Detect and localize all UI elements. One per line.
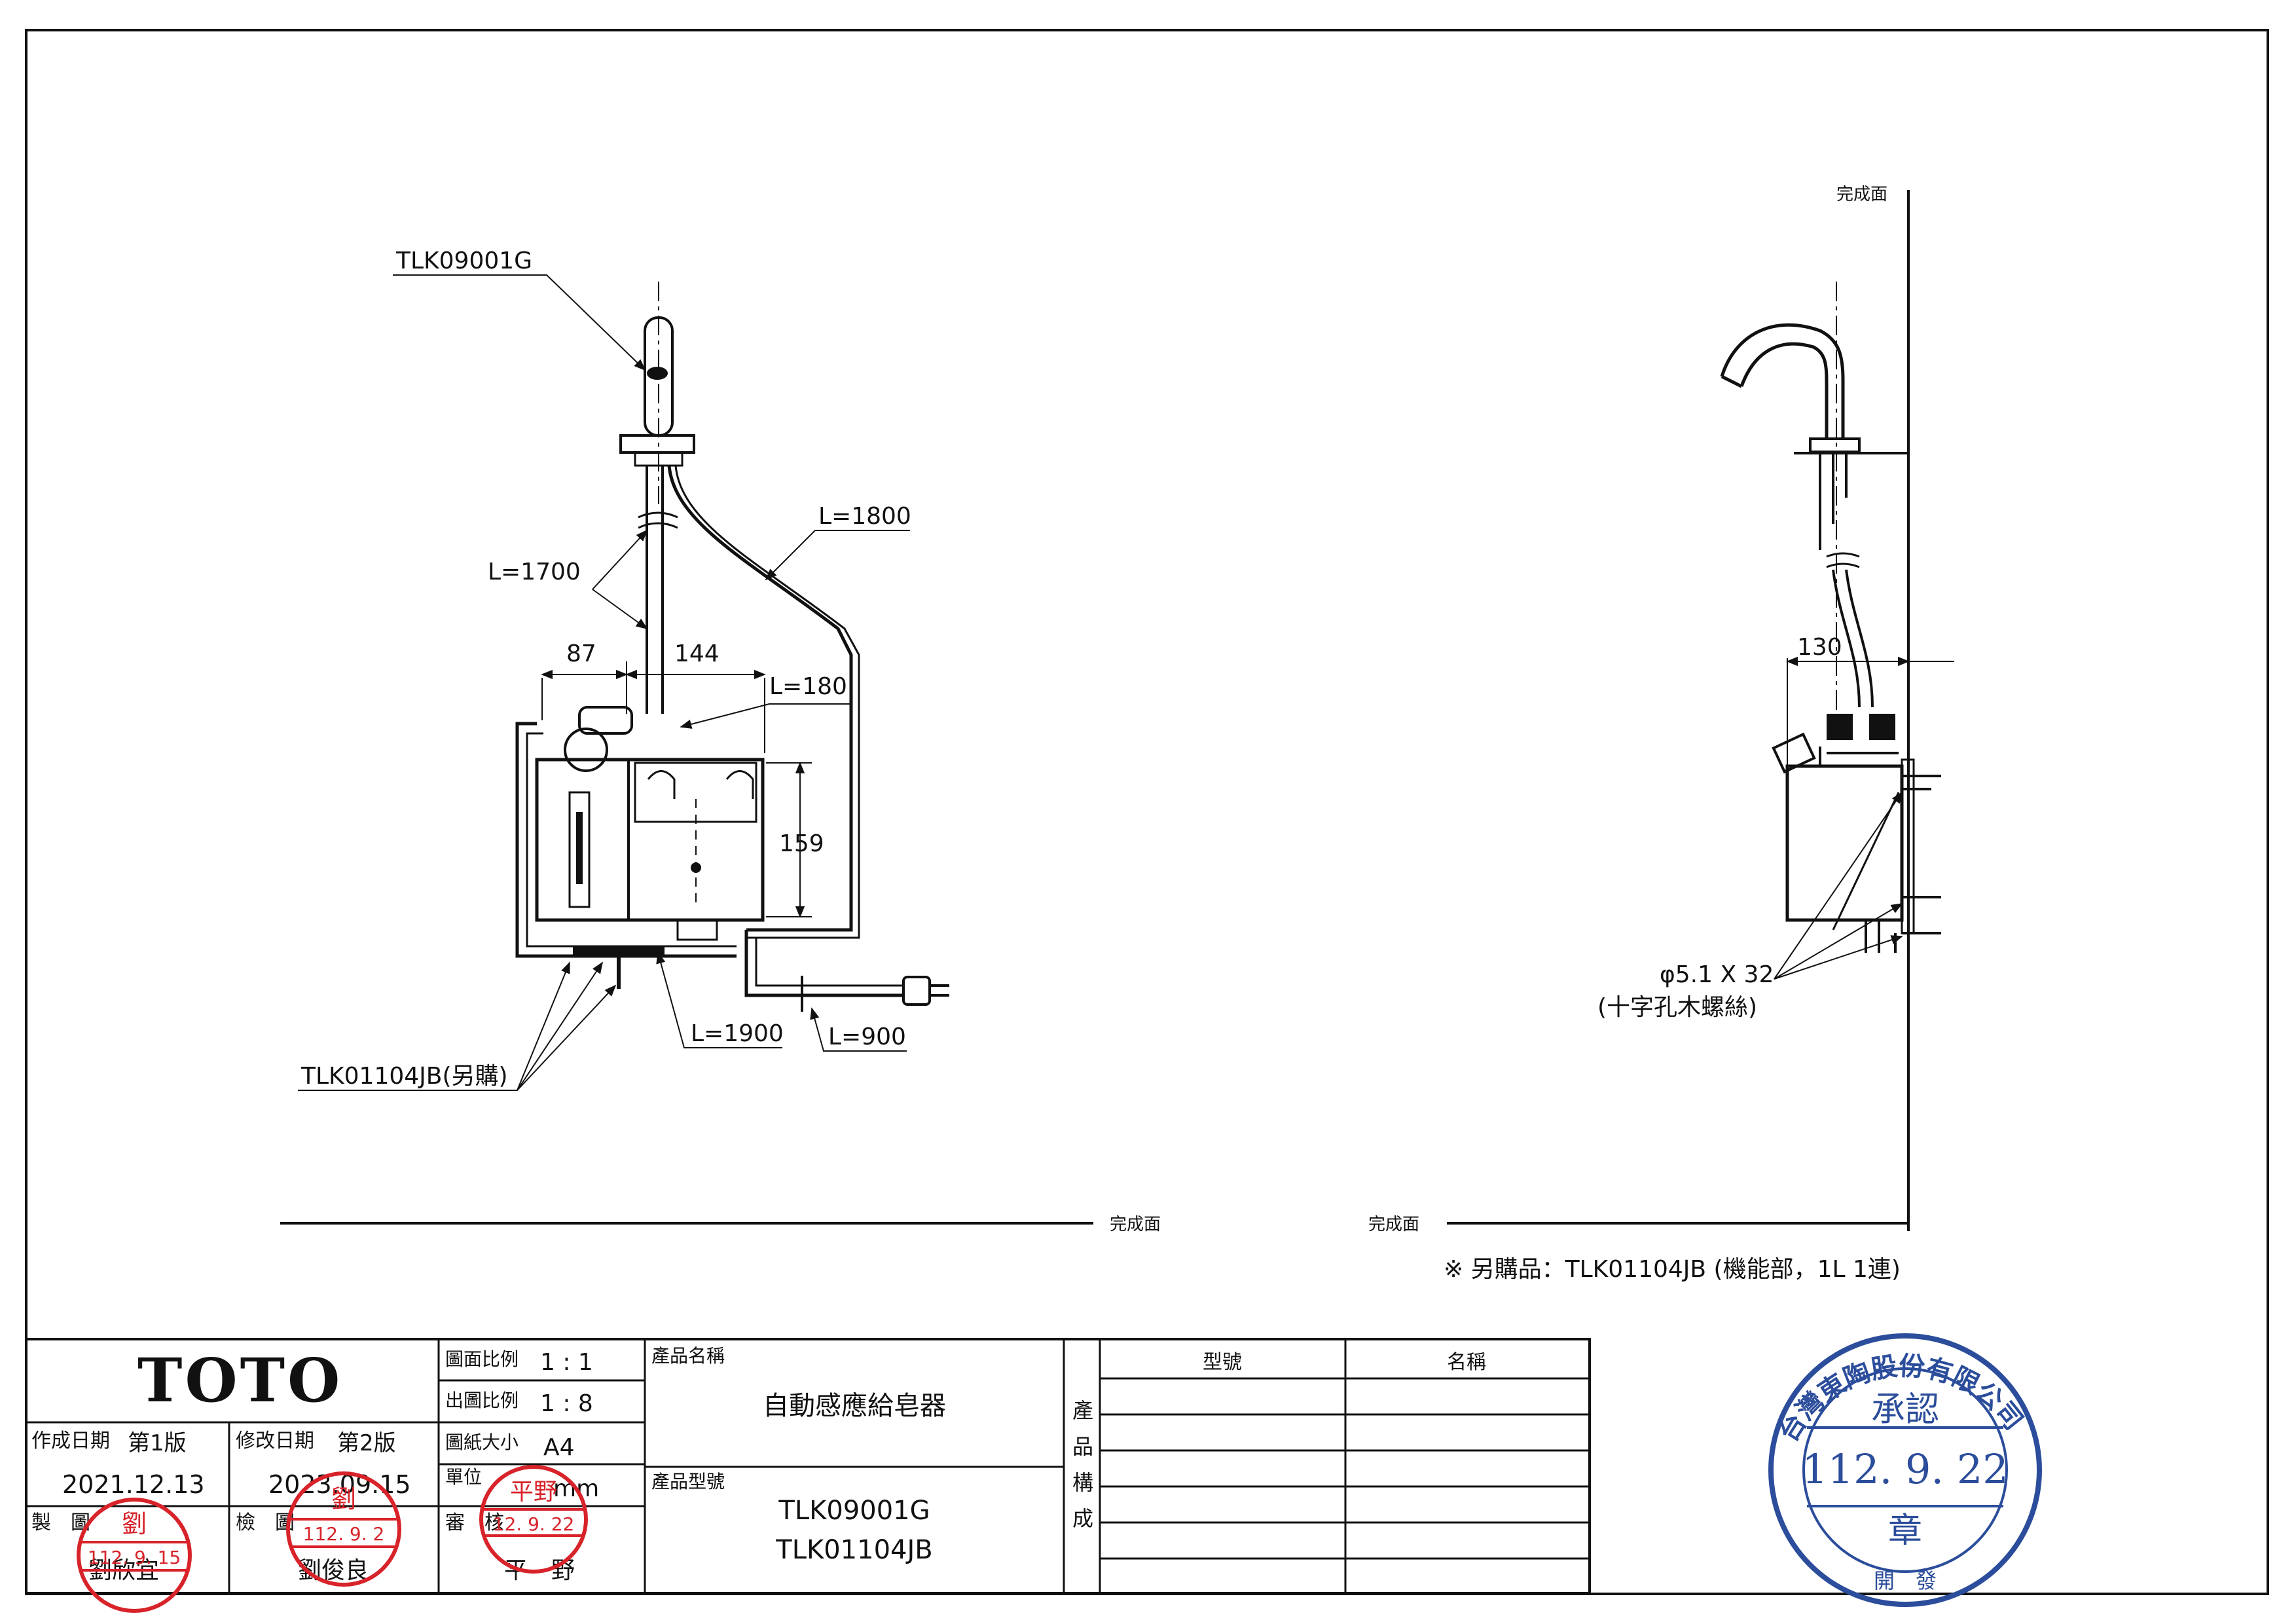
checked-label: 檢 圖 bbox=[236, 1511, 295, 1534]
created-date: 2021.12.13 bbox=[62, 1470, 205, 1499]
print-scale-value: 1 : 8 bbox=[540, 1390, 593, 1417]
revised-version: 第2版 bbox=[337, 1430, 396, 1456]
reviewed-label: 審 核 bbox=[445, 1511, 504, 1534]
faucet-gooseneck bbox=[1720, 323, 1845, 439]
soap-unit-box bbox=[535, 758, 765, 922]
unit-label: 單位 bbox=[445, 1466, 482, 1488]
print-scale-label: 出圖比例 bbox=[445, 1390, 519, 1411]
cable-900-label: L=900 bbox=[828, 1024, 906, 1050]
svg-text:劉: 劉 bbox=[331, 1485, 356, 1513]
product-name: 自動感應給皂器 bbox=[763, 1391, 946, 1421]
toto-logo: TOTO bbox=[137, 1345, 342, 1416]
svg-text:112. 9. 15: 112. 9. 15 bbox=[88, 1547, 181, 1568]
svg-text:112. 9. 22: 112. 9. 22 bbox=[1802, 1445, 2009, 1493]
svg-text:開 發: 開 發 bbox=[1874, 1568, 1937, 1593]
faucet-model-label: TLK09001G bbox=[395, 248, 532, 274]
col-model-header: 型號 bbox=[1203, 1351, 1242, 1374]
screw-note: (十字孔木螺絲) bbox=[1597, 994, 1757, 1021]
svg-text:平野: 平野 bbox=[510, 1479, 557, 1505]
stamp-checked: 112. 9. 2 劉 bbox=[286, 1471, 401, 1587]
cable-1900-label: L=1900 bbox=[691, 1020, 784, 1047]
dim-159: 159 bbox=[779, 830, 824, 857]
paper-size-label: 圖紙大小 bbox=[445, 1431, 519, 1453]
approval-stamp: 台灣東陶股份有限公司 承認 112. 9. 22 章 開 發 bbox=[1768, 1333, 2042, 1607]
side-view: 完成面 130 φ5.1 X 32 (十字孔木螺絲) 完成 bbox=[1368, 185, 1954, 1234]
col-name-header: 名稱 bbox=[1447, 1351, 1486, 1374]
floor-label-left: 完成面 bbox=[1110, 1215, 1161, 1234]
screw-spec: φ5.1 X 32 bbox=[1660, 961, 1774, 988]
title-block: TOTO 作成日期 第1版 2021.12.13 修改日期 第2版 2023.0… bbox=[25, 1338, 1591, 1595]
svg-text:112. 9. 2: 112. 9. 2 bbox=[303, 1523, 385, 1545]
composition-char-4: 成 bbox=[1072, 1506, 1093, 1531]
composition-char-3: 構 bbox=[1072, 1470, 1093, 1495]
product-name-label: 產品名稱 bbox=[651, 1345, 725, 1367]
svg-text:12. 9. 22: 12. 9. 22 bbox=[493, 1513, 575, 1535]
revised-label: 修改日期 bbox=[236, 1430, 314, 1452]
stamp-reviewed: 12. 9. 22 平野 bbox=[479, 1465, 588, 1574]
paper-size-value: A4 bbox=[543, 1434, 575, 1461]
wall-label: 完成面 bbox=[1836, 185, 1887, 204]
drawing-scale-value: 1 : 1 bbox=[540, 1349, 593, 1376]
dim-130: 130 bbox=[1797, 634, 1842, 661]
composition-char-2: 品 bbox=[1072, 1434, 1093, 1459]
cable-180-label: L=180 bbox=[769, 673, 847, 700]
created-version: 第1版 bbox=[128, 1430, 187, 1456]
created-label: 作成日期 bbox=[31, 1430, 110, 1452]
side-unit-box bbox=[1785, 764, 1904, 922]
drawing-scale-label: 圖面比例 bbox=[445, 1348, 519, 1370]
svg-text:承認: 承認 bbox=[1871, 1390, 1939, 1430]
product-model-label: 產品型號 bbox=[651, 1471, 725, 1492]
product-model-1: TLK09001G bbox=[778, 1496, 930, 1526]
front-view: TLK09001G L=1700 L=1800 87 144 L=180 159… bbox=[280, 248, 1161, 1234]
cable-1700-label: L=1700 bbox=[488, 559, 581, 585]
drawn-label: 製 圖 bbox=[31, 1511, 90, 1534]
purchase-note: ※ 另購品：TLK01104JB (機能部，1L 1連) bbox=[1444, 1256, 1901, 1283]
product-model-2: TLK01104JB bbox=[775, 1535, 932, 1565]
stamp-drawn: 112. 9. 15 劉 bbox=[77, 1498, 192, 1613]
svg-text:章: 章 bbox=[1888, 1511, 1922, 1551]
svg-text:劉: 劉 bbox=[122, 1509, 147, 1538]
composition-char-1: 產 bbox=[1072, 1398, 1093, 1423]
dim-87: 87 bbox=[566, 640, 596, 667]
unit-model-label: TLK01104JB(另購) bbox=[301, 1063, 508, 1090]
cable-1800-label: L=1800 bbox=[818, 503, 911, 530]
floor-label-right: 完成面 bbox=[1368, 1215, 1419, 1234]
dim-144: 144 bbox=[674, 640, 720, 667]
